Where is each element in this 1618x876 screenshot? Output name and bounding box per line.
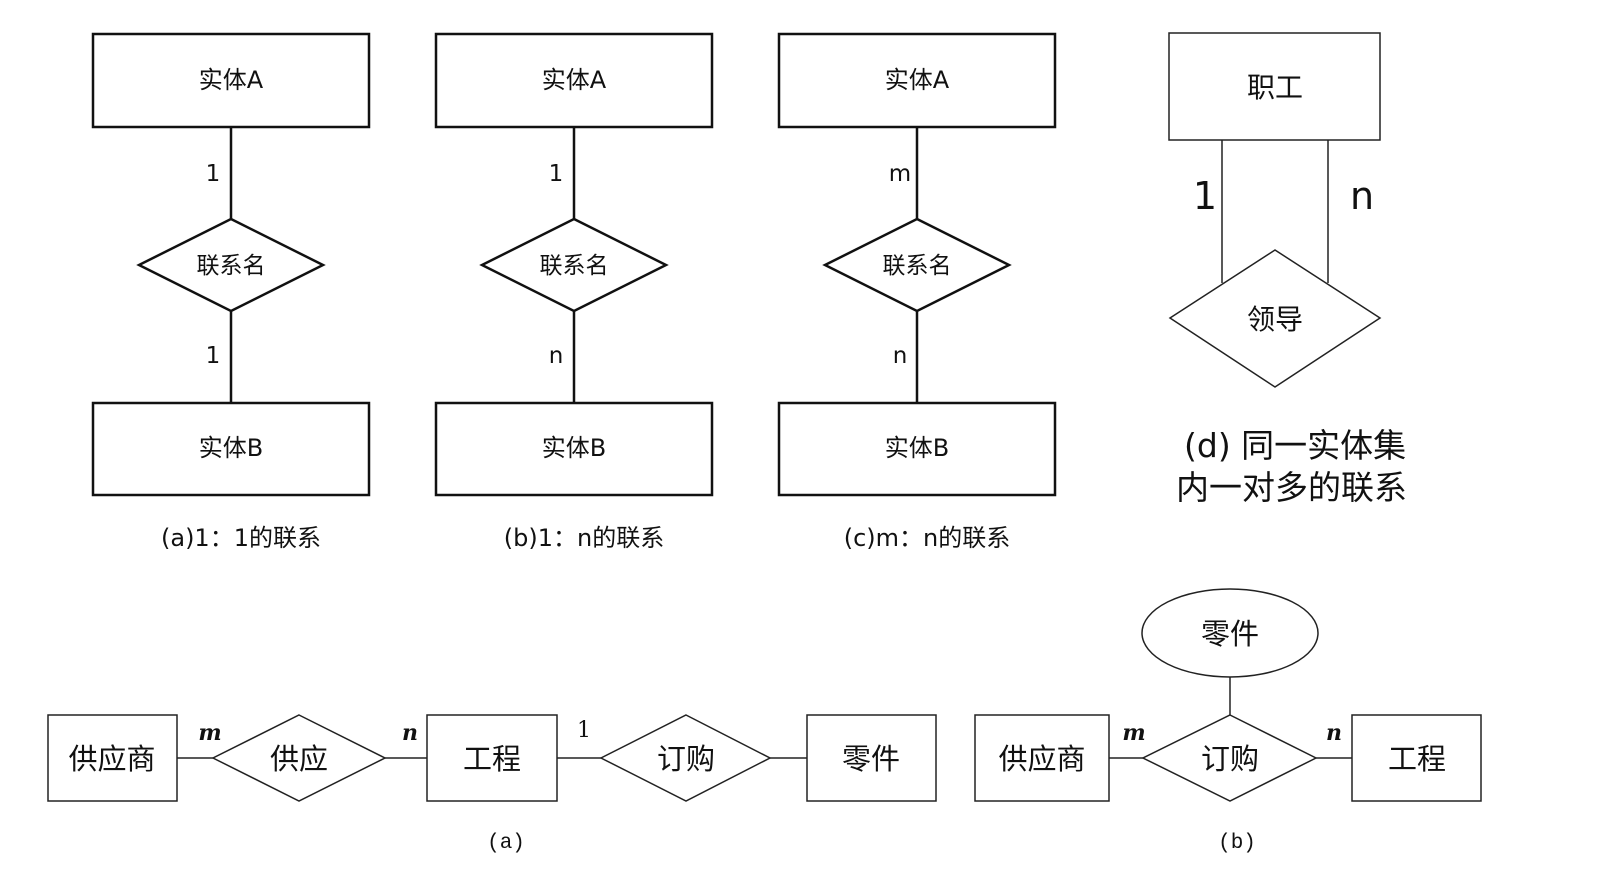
cardinality-top: 1 [549, 161, 564, 187]
relation-supply-diamond [211, 714, 387, 802]
cardinality-right: n [1350, 174, 1374, 218]
diagram-supply-chain: 供应商 供应 工程 订购 零件 m n 1 (a) [47, 714, 937, 855]
entity-part-label: 零件 [1201, 617, 1259, 651]
entity-b-box [777, 401, 1057, 497]
caption-line-2: 内一对多的联系 [1176, 468, 1407, 507]
caption: (b) [1218, 832, 1256, 855]
relation-order-label: 订购 [657, 742, 715, 776]
cardinality-m: m [1122, 720, 1145, 746]
entity-part-label: 零件 [842, 742, 900, 776]
entity-a-box [91, 32, 371, 129]
entity-b-label: 实体B [542, 434, 606, 462]
entity-a-label: 实体A [885, 66, 950, 94]
entity-a-box [777, 32, 1057, 129]
cardinality-left: 1 [1193, 174, 1217, 218]
entity-project-label: 工程 [463, 742, 521, 776]
cardinality-1: 1 [577, 718, 591, 743]
cardinality-bottom: n [893, 343, 908, 369]
caption: (a) [487, 832, 525, 855]
caption: (c)m：n的联系 [844, 524, 1011, 552]
entity-b-label: 实体B [885, 434, 949, 462]
entity-part-box [806, 714, 937, 802]
relation-label: 联系名 [540, 253, 609, 279]
relation-label: 联系名 [197, 253, 266, 279]
entity-label: 职工 [1247, 71, 1303, 104]
caption: (b)1：n的联系 [504, 524, 664, 552]
relation-diamond [479, 217, 669, 313]
entity-part-ellipse [1141, 588, 1319, 678]
cardinality-bottom: 1 [206, 343, 221, 369]
diagram-recursive: 职工 领导 1 n (d) 同一实体集 内一对多的联系 [1168, 32, 1407, 507]
diagram-1-to-1: 实体A 联系名 实体B 1 1 (a)1：1的联系 [91, 32, 371, 552]
relation-diamond [1168, 249, 1382, 388]
cardinality-m: m [198, 720, 221, 746]
cardinality-n: n [1326, 720, 1342, 746]
relation-label: 领导 [1247, 303, 1303, 336]
relation-label: 联系名 [883, 253, 952, 279]
diagram-ternary-order: 零件 供应商 订购 工程 m n (b) [974, 588, 1482, 855]
entity-b-label: 实体B [199, 434, 263, 462]
entity-a-label: 实体A [199, 66, 264, 94]
entity-a-box [434, 32, 714, 129]
entity-project-label: 工程 [1388, 742, 1446, 776]
entity-project-box [426, 714, 558, 802]
entity-b-box [91, 401, 371, 497]
entity-supplier-box [47, 714, 178, 802]
caption: (a)1：1的联系 [161, 524, 321, 552]
entity-supplier-label: 供应商 [998, 742, 1085, 776]
diagram-1-to-n: 实体A 联系名 实体B 1 n (b)1：n的联系 [434, 32, 714, 552]
entity-box [1168, 32, 1381, 141]
cardinality-bottom: n [549, 343, 564, 369]
caption-line-1: (d) 同一实体集 [1184, 426, 1406, 465]
relation-order-label: 订购 [1201, 742, 1259, 776]
relation-supply-label: 供应 [270, 742, 328, 776]
relation-diamond [136, 217, 326, 313]
entity-b-box [434, 401, 714, 497]
diagram-m-to-n: 实体A 联系名 实体B m n (c)m：n的联系 [777, 32, 1057, 552]
entity-project-box [1351, 714, 1482, 802]
relation-diamond [822, 217, 1012, 313]
cardinality-n: n [402, 720, 418, 746]
cardinality-top: m [889, 161, 911, 187]
entity-supplier-box [974, 714, 1110, 802]
relation-order-diamond [599, 714, 772, 802]
entity-a-label: 实体A [542, 66, 607, 94]
entity-supplier-label: 供应商 [68, 742, 155, 776]
relation-order-diamond [1141, 714, 1318, 802]
cardinality-top: 1 [206, 161, 221, 187]
